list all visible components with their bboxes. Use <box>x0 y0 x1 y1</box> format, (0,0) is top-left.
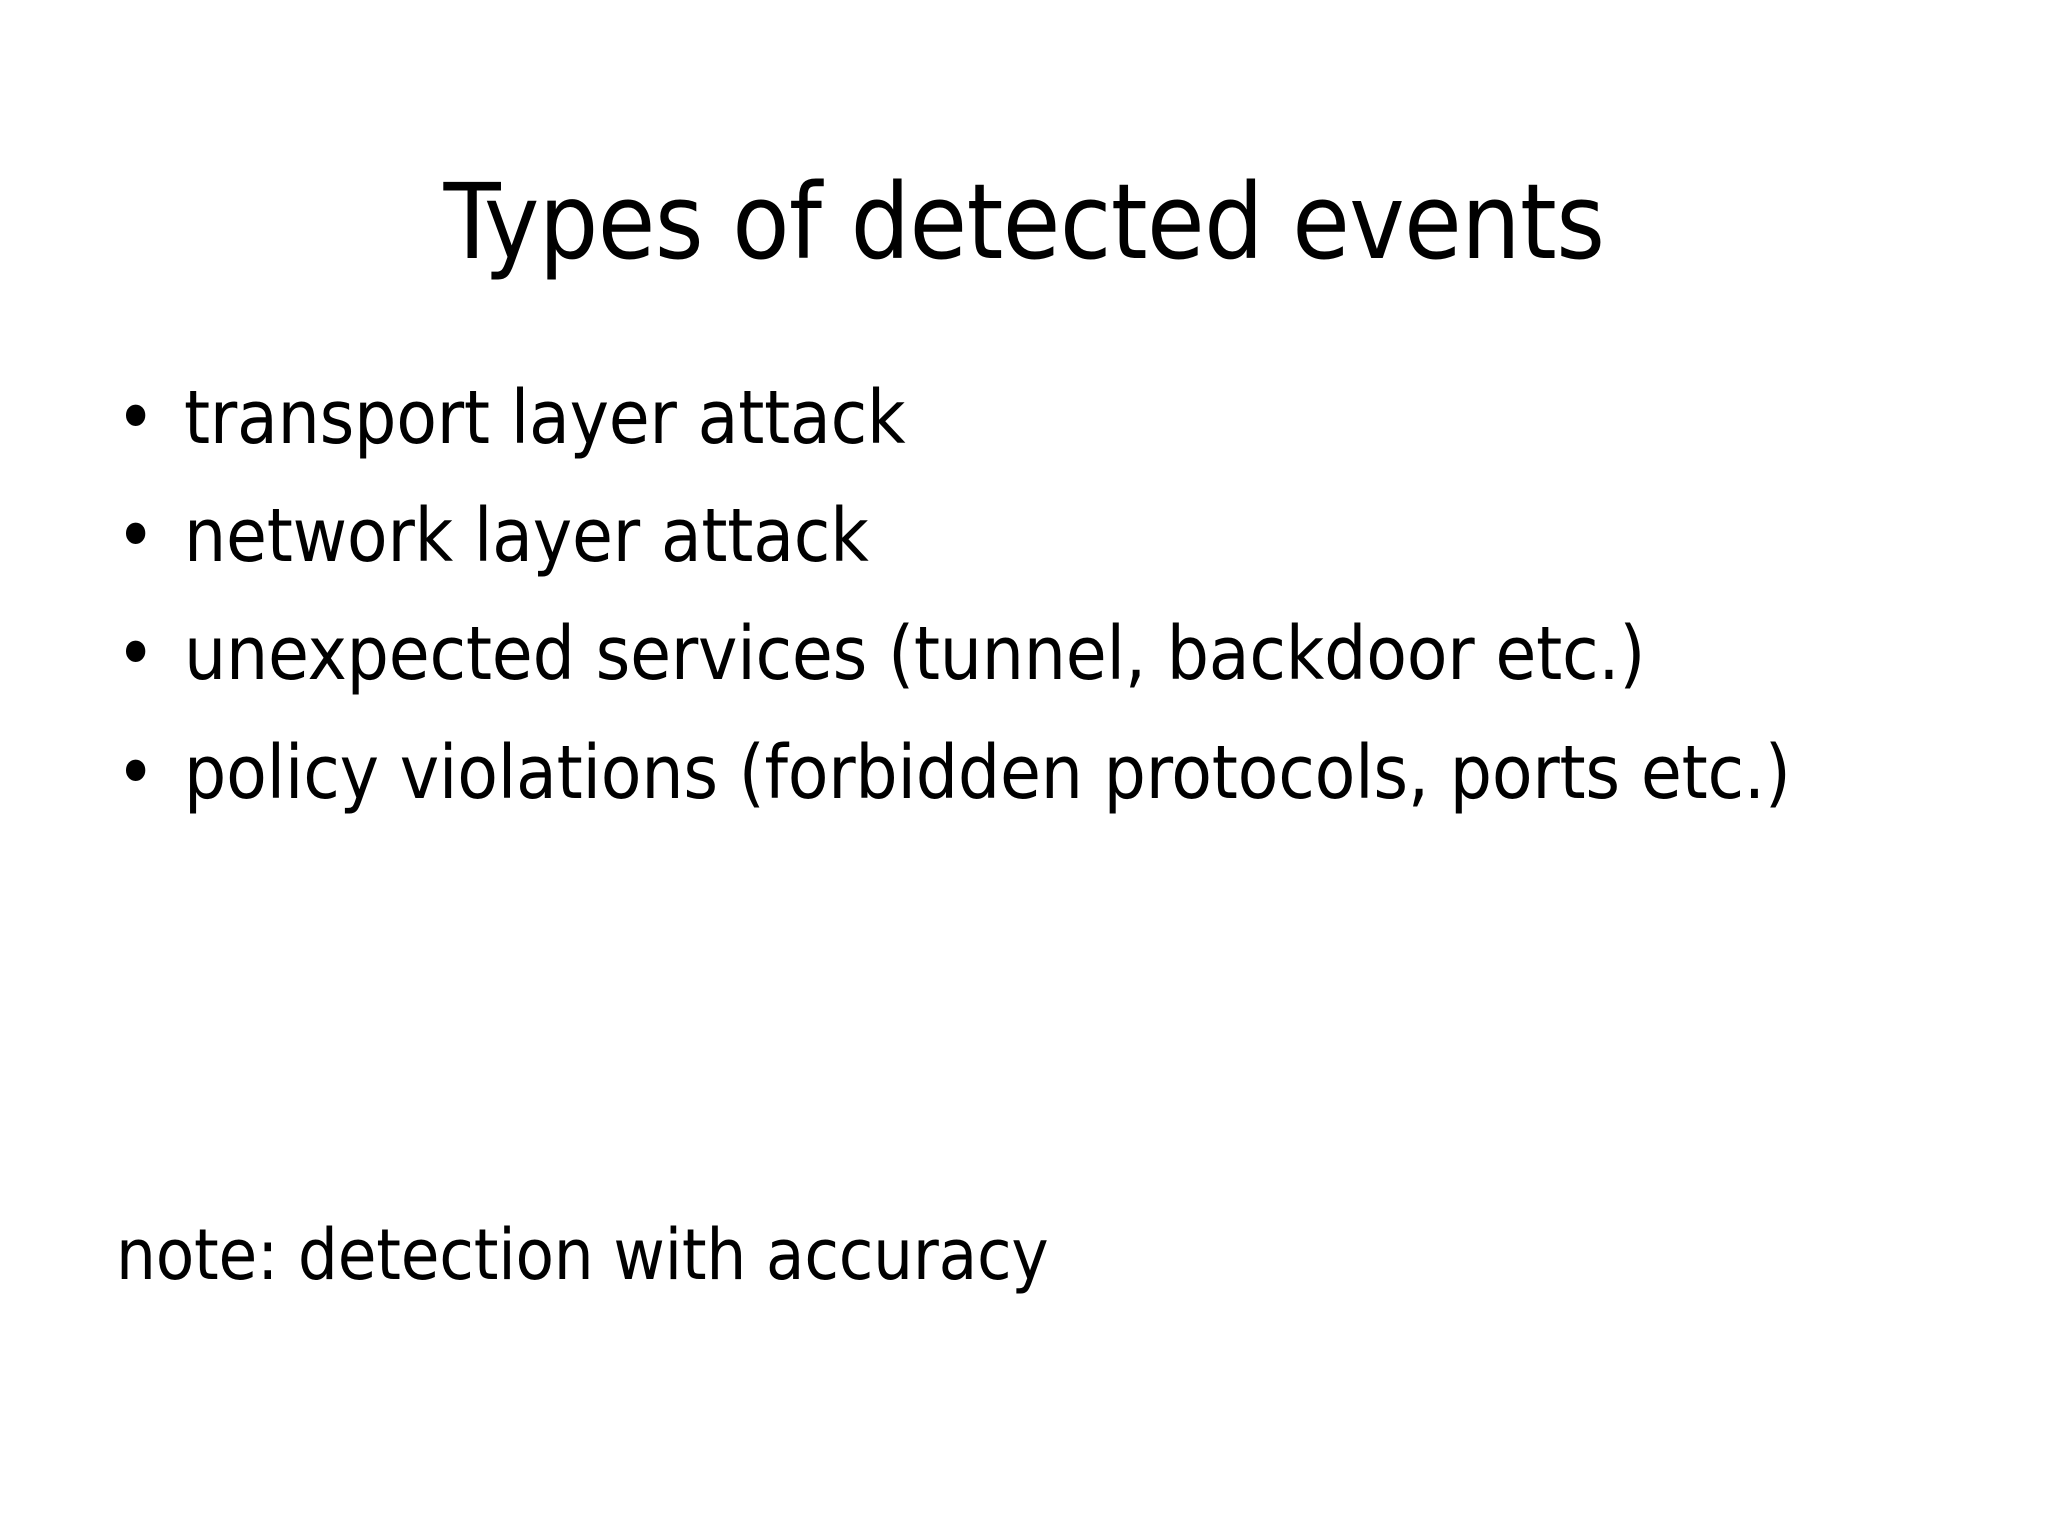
list-item: • network layer attack <box>112 488 1972 584</box>
list-item-label: network layer attack <box>184 493 869 580</box>
note-text: note: detection with accuracy <box>116 1214 1049 1296</box>
page-title: Types of detected events <box>443 160 1605 283</box>
list-item: • policy violations (forbidden protocols… <box>112 725 1972 821</box>
bullet-point-icon: • <box>116 729 156 816</box>
bullet-list: • transport layer attack • network layer… <box>112 370 1972 821</box>
bullet-point-icon: • <box>116 493 156 580</box>
slide-body: • transport layer attack • network layer… <box>112 370 1972 821</box>
bullet-point-icon: • <box>116 375 156 461</box>
list-item-label: policy violations (forbidden protocols, … <box>184 729 1791 816</box>
list-item: • transport layer attack <box>112 370 1972 466</box>
list-item-label: transport layer attack <box>184 375 906 461</box>
bullet-point-icon: • <box>116 611 156 698</box>
list-item-label: unexpected services (tunnel, backdoor et… <box>184 611 1646 698</box>
list-item: • unexpected services (tunnel, backdoor … <box>112 606 1972 702</box>
